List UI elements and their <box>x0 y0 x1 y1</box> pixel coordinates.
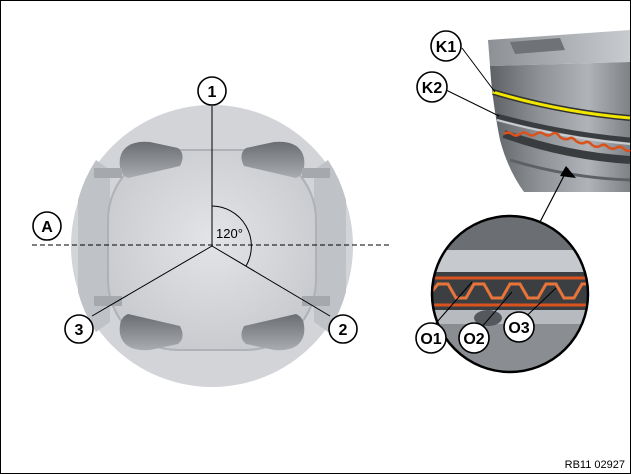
callout-axis-a: A <box>32 211 62 241</box>
callout-axis-a-text: A <box>41 219 53 236</box>
oil-ring-side <box>503 131 631 153</box>
gap-2-line <box>211 245 331 317</box>
callout-k1-text: K1 <box>436 39 457 56</box>
callout-gap-3-text: 3 <box>75 322 84 339</box>
callout-o3: O3 <box>503 311 535 343</box>
piston-side-view <box>488 30 631 192</box>
crown-band-bl <box>94 296 122 306</box>
callout-gap-1: 1 <box>197 76 227 106</box>
document-reference: RB11 02927 <box>564 459 625 471</box>
callout-k2: K2 <box>416 71 448 103</box>
valve-pocket-top-left <box>119 141 183 178</box>
k1-leader <box>461 47 496 93</box>
callout-o3-text: O3 <box>508 320 529 337</box>
gap-3-line <box>91 245 213 317</box>
piston-top-view: 120° 1 2 3 A <box>32 76 390 387</box>
valve-pocket-bottom-right <box>241 314 305 351</box>
oil-ring-zoom <box>430 214 590 374</box>
callout-gap-1-text: 1 <box>208 84 217 101</box>
zoom-leader-line <box>539 167 569 223</box>
oil-ring-expander <box>432 282 588 300</box>
ring-k1 <box>492 90 631 120</box>
crown-edge-right <box>314 160 346 332</box>
valve-pocket-top-right <box>241 141 305 178</box>
callout-gap-3: 3 <box>64 314 94 344</box>
ring-k2 <box>496 113 631 143</box>
callout-gap-2-text: 2 <box>339 322 348 339</box>
callout-o1: O1 <box>415 322 447 354</box>
crown-band-tl <box>94 168 122 178</box>
callout-gap-2: 2 <box>328 314 358 344</box>
zoom-pointer <box>560 166 576 178</box>
k2-leader <box>445 89 500 117</box>
angle-label: 120° <box>216 226 243 241</box>
callout-o1-text: O1 <box>420 331 441 348</box>
callout-o2: O2 <box>458 322 490 354</box>
callout-o2-text: O2 <box>463 331 484 348</box>
callout-k1: K1 <box>430 30 462 62</box>
valve-pocket-bottom-left <box>119 314 183 351</box>
zoom-circle-border <box>430 214 590 374</box>
callout-k2-text: K2 <box>422 80 443 97</box>
crown-edge-left <box>78 160 110 332</box>
o1-leader <box>429 281 473 331</box>
crown-band-br <box>302 296 330 306</box>
crown-band-tr <box>302 168 330 178</box>
angle-arc <box>211 205 252 267</box>
